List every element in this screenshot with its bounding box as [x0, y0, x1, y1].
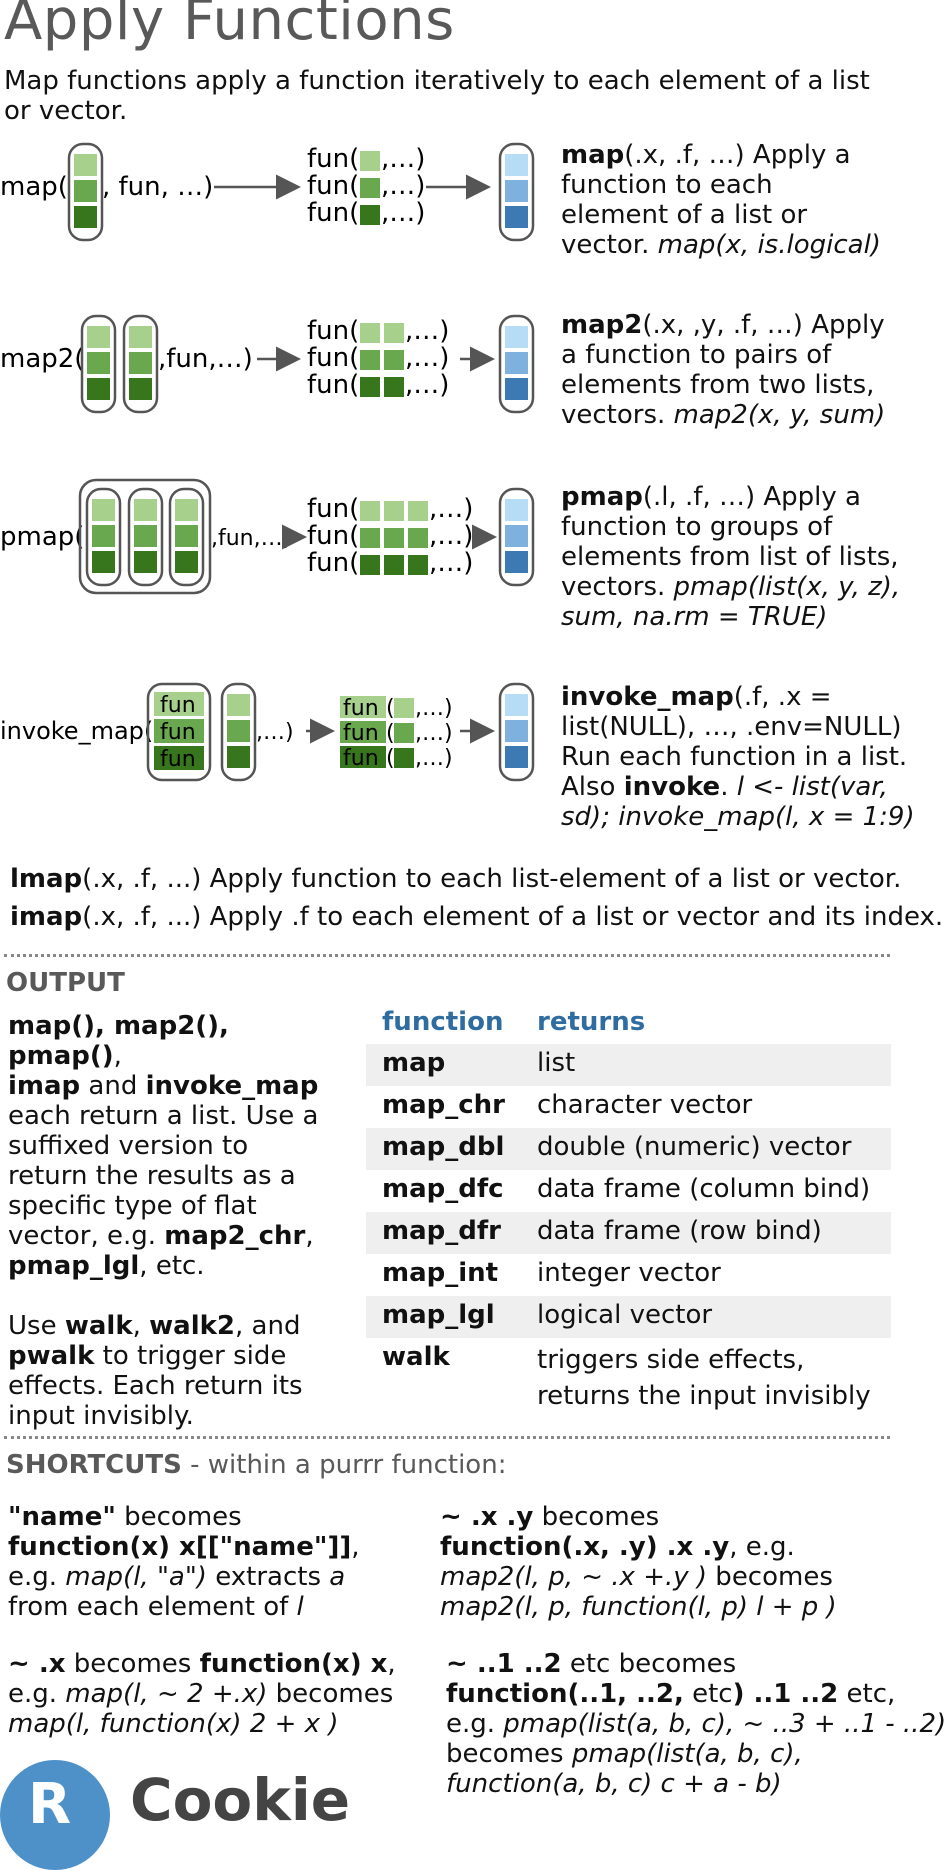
- column-header: returns: [537, 1007, 646, 1037]
- fun-label: fun(: [307, 198, 359, 228]
- logo-text: Cookie: [130, 1766, 351, 1834]
- fun-label: fun(: [307, 171, 359, 201]
- fun-box: fun: [343, 746, 379, 771]
- fun-box: fun: [160, 747, 196, 772]
- fun-label: fun(: [307, 144, 359, 174]
- map-description: map(.x, .f, …) Apply a function to each …: [561, 140, 881, 260]
- shortcuts-heading: SHORTCUTS - within a purrr function:: [6, 1450, 507, 1480]
- column-header: function: [382, 1007, 504, 1037]
- output-text: map(), map2(), pmap(), imap and invoke_m…: [8, 1011, 319, 1431]
- fun-tail: ,…): [429, 521, 473, 551]
- divider: [4, 1436, 890, 1439]
- fun-box: fun: [343, 721, 379, 746]
- lmap-description: lmap(.x, .f, ...) Apply function to each…: [10, 864, 902, 894]
- page-title: Apply Functions: [4, 0, 455, 53]
- fun-label: fun(: [307, 548, 359, 578]
- fun-box: fun: [160, 693, 196, 718]
- fun-tail: ,…): [381, 171, 425, 201]
- intro-text: Map functions apply a function iterative…: [4, 66, 870, 126]
- pmap-description: pmap(.l, .f, …) Apply a function to grou…: [561, 482, 901, 632]
- invoke-args: ,…): [256, 720, 294, 745]
- svg-text:(: (: [386, 721, 395, 746]
- map-functions-diagram: map( , fun, …) fun( ,…) fun( ,…) fun( ,……: [0, 142, 535, 782]
- map-label: map(: [0, 172, 68, 202]
- divider: [4, 954, 890, 957]
- invoke-map-description: invoke_map(.f, .x = list(NULL), …, .env=…: [561, 682, 915, 832]
- map-diagram: map( , fun, …) fun( ,…) fun( ,…) fun( ,……: [0, 142, 535, 242]
- fun-box: fun: [160, 720, 196, 745]
- output-heading: OUTPUT: [6, 968, 125, 998]
- svg-text:(: (: [386, 746, 395, 771]
- fun-tail: ,…): [429, 548, 473, 578]
- fun-tail: ,…): [415, 721, 453, 746]
- table-header-row: function returns: [366, 1000, 891, 1044]
- fun-tail: ,…): [381, 198, 425, 228]
- fun-box: fun: [343, 696, 379, 721]
- fun-tail: ,…): [415, 746, 453, 771]
- fun-label: fun(: [307, 521, 359, 551]
- invoke-map-label: invoke_map(: [0, 717, 153, 745]
- fun-tail: ,…): [429, 494, 473, 524]
- imap-description: imap(.x, .f, ...) Apply .f to each eleme…: [10, 902, 944, 932]
- map2-args: ,fun,…): [158, 344, 253, 374]
- map-args: , fun, …): [102, 172, 213, 202]
- logo-circle: R: [0, 1760, 110, 1870]
- map2-description: map2(.x, ,y, .f, …) Apply a function to …: [561, 310, 886, 430]
- pmap-label: pmap(: [0, 522, 84, 552]
- svg-text:(: (: [386, 696, 395, 721]
- shortcut-name: "name" becomes function(x) x[["name"]], …: [8, 1502, 360, 1622]
- fun-label: fun(: [307, 370, 359, 400]
- fun-tail: ,…): [381, 144, 425, 174]
- shortcut-x: ~ .x becomes function(x) x, e.g. map(l, …: [8, 1649, 396, 1739]
- pmap-args: ,fun,…): [211, 526, 291, 551]
- fun-tail: ,…): [405, 343, 449, 373]
- fun-label: fun(: [307, 494, 359, 524]
- pmap-diagram: pmap( ,fun,…) fun( ,…) fun( ,…) fun( ,…): [0, 478, 535, 595]
- fun-tail: ,…): [415, 696, 453, 721]
- invoke-map-diagram: invoke_map( fun fun fun ,…) fun fun fun …: [0, 682, 535, 782]
- fun-label: fun(: [307, 343, 359, 373]
- fun-label: fun(: [307, 316, 359, 346]
- map2-diagram: map2( ,fun,…) fun( ,…) fun( ,…) fun( ,…): [0, 314, 535, 414]
- map2-label: map2(: [0, 344, 84, 374]
- fun-tail: ,…): [405, 316, 449, 346]
- shortcut-x-y: ~ .x .y becomes function(.x, .y) .x .y, …: [440, 1502, 837, 1622]
- shortcut-dots: ~ ..1 ..2 etc becomes function(..1, ..2,…: [446, 1649, 946, 1799]
- fun-tail: ,…): [405, 370, 449, 400]
